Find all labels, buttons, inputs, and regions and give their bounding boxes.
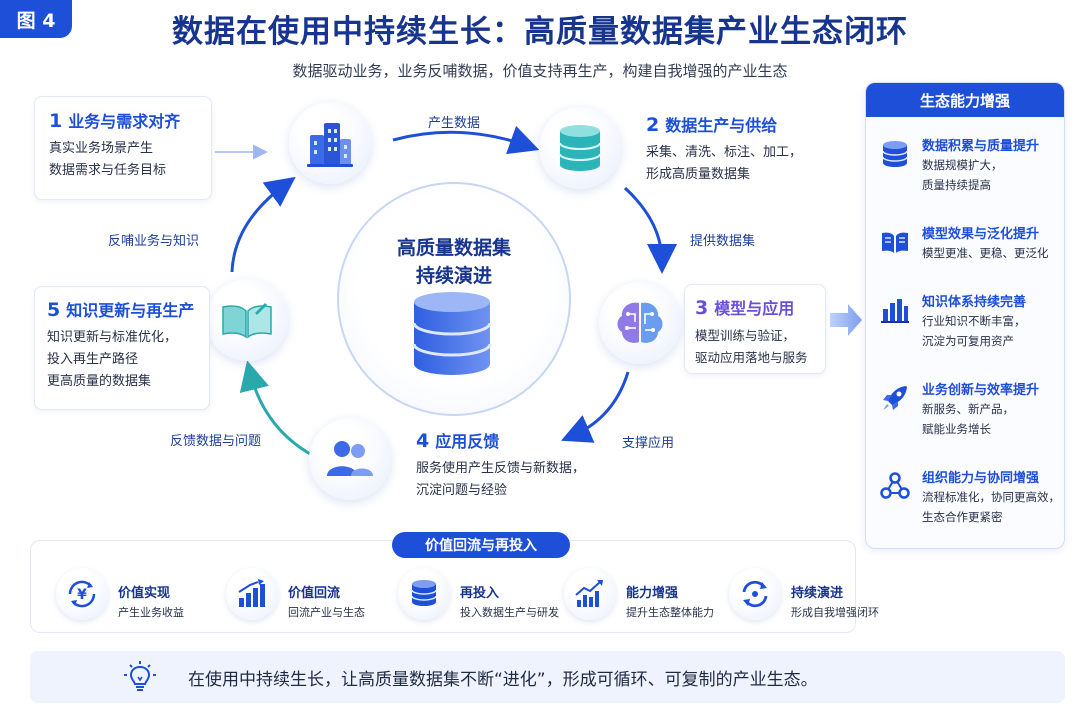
users-icon xyxy=(327,441,373,476)
page-subtitle: 数据驱动业务，业务反哺数据，价值支持再生产，构建自我增强的产业生态 xyxy=(292,62,788,80)
database-icon xyxy=(412,292,492,375)
bar-chart-icon xyxy=(881,299,909,323)
side-panel: 生态能力增强 数据积累与质量提升 数据规模扩大，质量持续提高 模型效果与泛化提升… xyxy=(865,82,1065,549)
side-panel-title: 生态能力增强 xyxy=(866,83,1064,117)
center-title: 高质量数据集 持续演进 xyxy=(396,237,511,287)
rocket-icon xyxy=(883,386,907,410)
label-feedback-data: 反馈数据与问题 xyxy=(170,434,262,449)
open-book-icon xyxy=(222,303,272,339)
coin-stack-icon xyxy=(411,580,437,606)
arrow-to-side-panel xyxy=(830,304,862,336)
footer-bar xyxy=(30,651,1065,703)
value-step-enhance: 能力增强 提升生态整体能力 xyxy=(564,568,714,622)
label-support-app: 支撑应用 xyxy=(622,436,675,451)
building-icon xyxy=(307,123,353,167)
side-item-innovation: 业务创新与效率提升 新服务、新产品，赋能业务增长 xyxy=(880,379,1060,449)
label-produce-data: 产生数据 xyxy=(428,116,481,131)
stage-2-desc: 采集、清洗、标注、加工， 形成高质量数据集 xyxy=(646,145,803,182)
arrow-feed-back-business xyxy=(230,176,296,273)
stage-4-desc: 服务使用产生反馈与新数据， 沉淀问题与经验 xyxy=(416,461,586,498)
value-step-return: 价值回流 回流产业与生态 xyxy=(226,568,376,622)
side-item-data: 数据积累与质量提升 数据规模扩大，质量持续提高 xyxy=(880,135,1060,205)
stage-3-node xyxy=(599,282,681,364)
arrow-produce-data xyxy=(392,125,540,155)
svg-text:¥: ¥ xyxy=(77,587,87,603)
side-item-knowledge: 知识体系持续完善 行业知识不断丰富，沉淀为可复用资产 xyxy=(880,291,1060,361)
stage-3-desc: 模型训练与验证， 驱动应用落地与服务 xyxy=(695,328,808,365)
lightbulb-icon xyxy=(124,661,156,691)
stage-2-node xyxy=(539,107,621,189)
network-icon xyxy=(880,472,910,499)
page-title: 数据在使用中持续生长：高质量数据集产业生态闭环 xyxy=(172,14,908,50)
side-item-organization: 组织能力与协同增强 流程标准化，协同更高效，生态合作更紧密 xyxy=(880,467,1060,537)
label-feed-back-business: 反哺业务与知识 xyxy=(108,234,200,249)
brain-circuit-icon xyxy=(617,302,663,343)
stage-1-desc: 真实业务场景产生 数据需求与任务目标 xyxy=(49,141,167,178)
yuan-cycle-icon: ¥ xyxy=(68,580,96,608)
arrow-feedback-data xyxy=(239,360,313,457)
footer-text: 在使用中持续生长，让高质量数据集不断“进化”，形成可循环、可复制的产业生态。 xyxy=(188,670,818,690)
database-icon xyxy=(559,125,601,171)
database-icon xyxy=(882,141,908,167)
figure-tag: 图 4 xyxy=(0,0,72,38)
arrow-support-app xyxy=(560,371,630,443)
book-icon xyxy=(882,232,908,253)
value-step-evolve: 持续演进 形成自我增强闭环 xyxy=(729,568,879,622)
value-step-realize: ¥ 价值实现 产生业务收益 xyxy=(56,568,201,622)
arrow-provide-dataset xyxy=(623,186,677,274)
stage-5-node xyxy=(206,279,288,361)
stage-5-desc: 知识更新与标准优化， 投入再生产路径 更高质量的数据集 xyxy=(47,330,178,389)
value-step-reinvest: 再投入 投入数据生产与研发 xyxy=(398,568,559,622)
side-item-model: 模型效果与泛化提升 模型更准、更稳、更泛化 xyxy=(880,223,1060,273)
refresh-cycle-icon xyxy=(742,580,768,608)
value-flow-title: 价值回流与再投入 xyxy=(392,532,570,558)
trend-up-icon xyxy=(575,580,603,607)
growth-chart-icon xyxy=(238,579,265,607)
label-provide-dataset: 提供数据集 xyxy=(690,234,756,249)
stage-1-node xyxy=(289,102,371,184)
stage-4-node xyxy=(309,418,391,500)
